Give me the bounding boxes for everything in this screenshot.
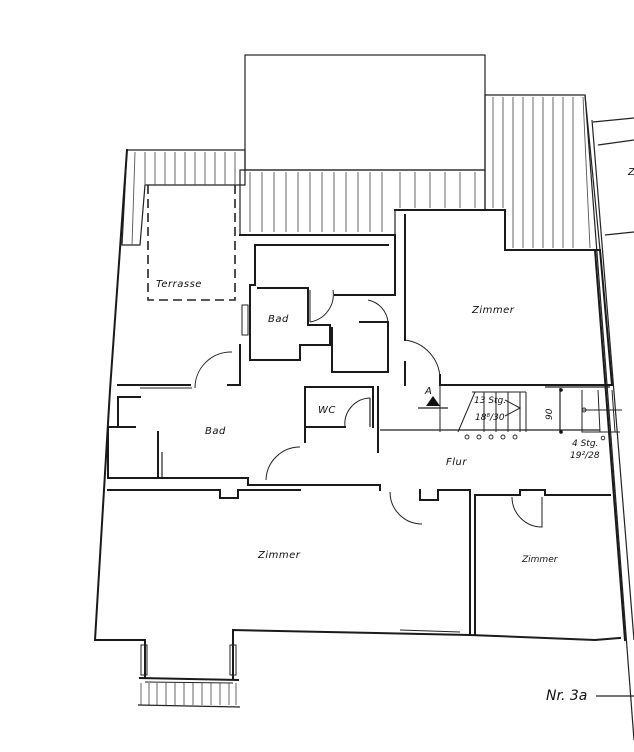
balcony-top-right [484,94,601,251]
partition-lower [107,484,611,636]
section-arrow-icon [426,396,440,406]
room-wc: WC [304,386,379,453]
room-label-fragment: Z [627,167,634,178]
room-bad-upper: Bad [239,234,396,361]
balcony-top-left [121,149,246,246]
sheet-label: Nr. 3a [546,688,634,704]
roof-box [244,54,486,171]
room-zimmer-upper-right: Zimmer [394,209,614,386]
room-zimmer-large: Zimmer [257,550,461,633]
room-label-bad-lower: Bad [205,426,226,437]
closet-center [331,299,389,373]
stair-main-steps: 13 Stg. [474,396,506,406]
room-label-wc: WC [318,405,336,416]
bay-window-balcony [137,639,241,708]
dimension-label: 90 [545,408,555,420]
partition-left-mid [117,344,241,389]
section-marker-label: A [424,386,432,397]
terrace-band-top [239,169,486,236]
room-zimmer-lower-right: Zimmer [499,555,591,641]
stair-side-dims: 19²/28 [570,451,600,461]
section-marker: A [418,386,448,409]
room-flur: Flur [380,429,600,468]
room-label-terrasse: Terrasse [156,279,202,290]
room-label-zimmer-lower-right: Zimmer [521,555,559,565]
room-label-zimmer-upper: Zimmer [471,305,515,316]
outer-walls [93,148,627,642]
stair-side-steps: 4 Stg. [572,439,598,449]
stair-main-dims: 18⁸/30 [475,413,505,423]
room-label-zimmer-large: Zimmer [257,550,301,561]
sheet-number: Nr. 3a [546,688,587,704]
room-bad-lower: Bad [107,396,301,486]
stair-main: 13 Stg. 18⁸/30 [439,385,527,440]
neighbour-building-edge: Z [584,94,634,741]
room-label-flur: Flur [446,457,467,468]
stair-side: 90 4 Stg. 19²/28 [545,386,622,461]
room-terrasse: Terrasse [147,185,236,301]
room-label-bad-upper: Bad [268,314,289,325]
